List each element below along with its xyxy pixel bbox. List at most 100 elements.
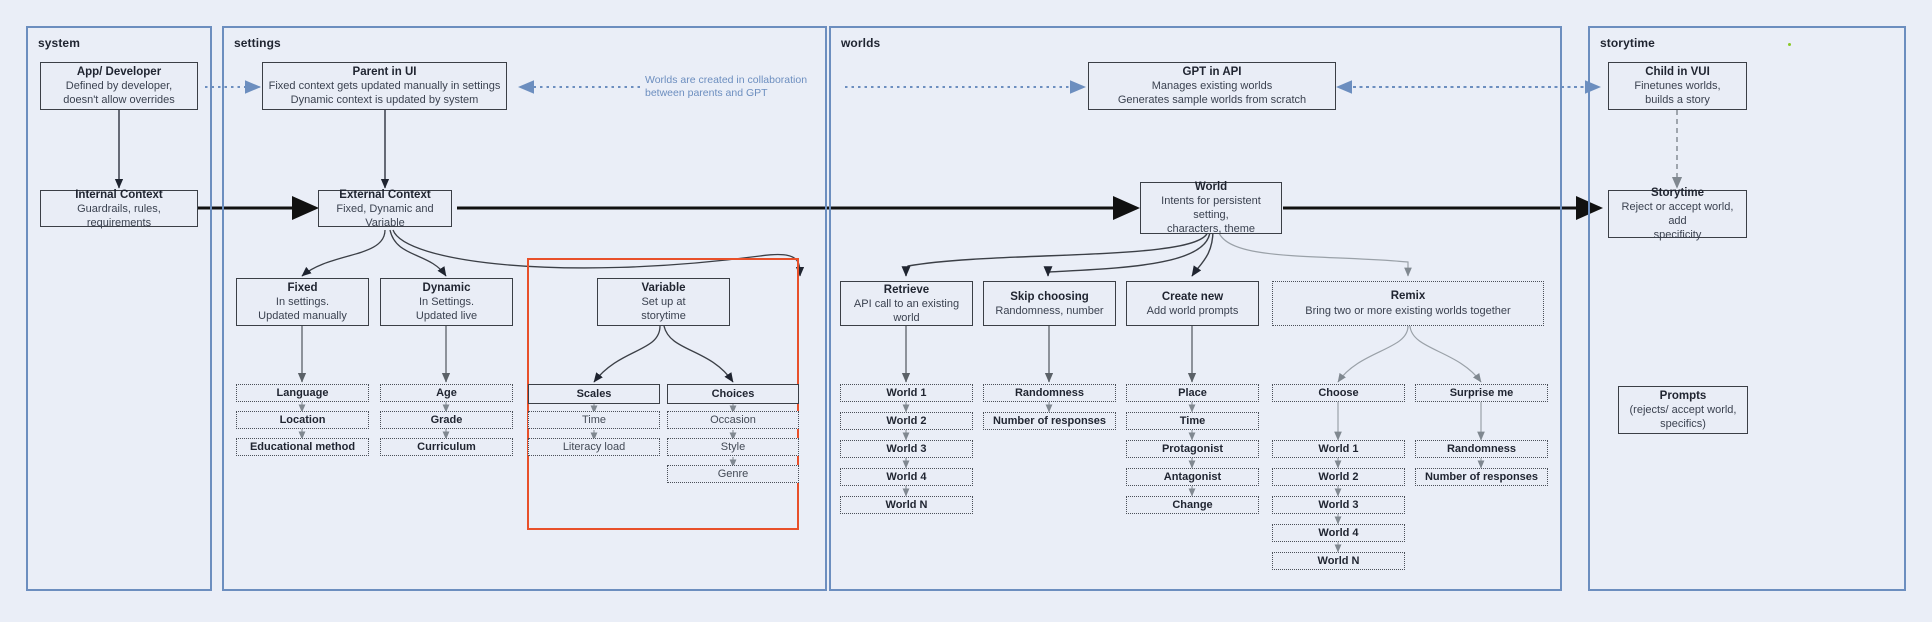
chip-dynamic-grade[interactable]: Grade <box>380 411 513 429</box>
lane-settings <box>222 26 827 591</box>
annotation-worlds-collaboration: Worlds are created in collaboration betw… <box>645 74 808 99</box>
node-subtitle-line1: Finetunes worlds, <box>1634 80 1721 92</box>
node-subtitle-line1: Defined by developer, <box>65 80 173 92</box>
node-title: External Context <box>339 188 431 201</box>
node-subtitle-line2: Updated manually <box>258 310 347 322</box>
chip-create-protagonist[interactable]: Protagonist <box>1126 440 1259 458</box>
node-title: World <box>1194 181 1228 193</box>
node-prompts[interactable]: Prompts (rejects/ accept world, specific… <box>1618 386 1748 434</box>
chip-retrieve-world-n[interactable]: World N <box>840 496 973 514</box>
node-subtitle-line1: (rejects/ accept world, <box>1629 404 1737 416</box>
node-title: Internal Context <box>75 188 163 201</box>
node-subtitle-line1: API call to an existing world <box>853 297 960 324</box>
chip-variable-scales-header[interactable]: Scales <box>528 384 660 404</box>
chip-dynamic-age[interactable]: Age <box>380 384 513 402</box>
chip-remix-choose-world-2[interactable]: World 2 <box>1272 468 1405 486</box>
node-title: Retrieve <box>883 283 930 296</box>
node-title: GPT in API <box>1182 66 1242 78</box>
node-title: Fixed <box>287 282 318 294</box>
node-subtitle-line2: Dynamic context is updated by system <box>290 94 479 106</box>
node-title: Variable <box>641 282 686 294</box>
node-subtitle-line1: Bring two or more existing worlds togeth… <box>1305 304 1511 317</box>
node-subtitle-line1: Guardrails, rules, requirements <box>77 202 161 229</box>
chip-variable-scales-time[interactable]: Time <box>528 411 660 429</box>
node-title: Dynamic <box>422 282 471 294</box>
chip-variable-choices-genre[interactable]: Genre <box>667 465 799 483</box>
node-subtitle-line2: specifics) <box>1660 418 1706 430</box>
node-subtitle-line1: Intents for persistent setting, <box>1161 195 1261 221</box>
node-variable[interactable]: Variable Set up at storytime <box>597 278 730 326</box>
chip-dynamic-curriculum[interactable]: Curriculum <box>380 438 513 456</box>
node-subtitle-line2: specificity <box>1653 229 1702 241</box>
node-title: Skip choosing <box>1010 290 1089 303</box>
chip-remix-choose-world-1[interactable]: World 1 <box>1272 440 1405 458</box>
node-fixed[interactable]: Fixed In settings. Updated manually <box>236 278 369 326</box>
chip-variable-choices-occasion[interactable]: Occasion <box>667 411 799 429</box>
node-gpt-in-api[interactable]: GPT in API Manages existing worlds Gener… <box>1088 62 1336 110</box>
chip-remix-choose-world-4[interactable]: World 4 <box>1272 524 1405 542</box>
node-subtitle-line1: In settings. <box>275 296 330 308</box>
node-title: Storytime <box>1650 187 1705 199</box>
chip-variable-choices-style[interactable]: Style <box>667 438 799 456</box>
node-storytime[interactable]: Storytime Reject or accept world, add sp… <box>1608 187 1747 241</box>
node-subtitle-line1: Fixed, Dynamic and Variable <box>336 202 434 229</box>
node-external-context[interactable]: External Context Fixed, Dynamic and Vari… <box>318 188 452 229</box>
node-title: Create new <box>1161 290 1224 303</box>
chip-remix-choose-world-3[interactable]: World 3 <box>1272 496 1405 514</box>
chip-remix-surprise-number-of-responses[interactable]: Number of responses <box>1415 468 1548 486</box>
node-subtitle-line2: characters, theme <box>1166 223 1256 235</box>
node-title: Parent in UI <box>352 66 417 78</box>
chip-retrieve-world-3[interactable]: World 3 <box>840 440 973 458</box>
chip-create-time[interactable]: Time <box>1126 412 1259 430</box>
node-subtitle-line1: Add world prompts <box>1146 304 1239 317</box>
chip-create-antagonist[interactable]: Antagonist <box>1126 468 1259 486</box>
node-subtitle-line1: Fixed context gets updated manually in s… <box>268 80 501 92</box>
node-skip-choosing[interactable]: Skip choosing Randomness, number <box>983 281 1116 326</box>
node-dynamic[interactable]: Dynamic In Settings. Updated live <box>380 278 513 326</box>
node-subtitle-line1: Reject or accept world, add <box>1621 201 1734 227</box>
chip-remix-choose-world-n[interactable]: World N <box>1272 552 1405 570</box>
chip-remix-surprise-randomness[interactable]: Randomness <box>1415 440 1548 458</box>
stray-dot-marker <box>1788 43 1791 46</box>
chip-skip-number-of-responses[interactable]: Number of responses <box>983 412 1116 430</box>
chip-create-change[interactable]: Change <box>1126 496 1259 514</box>
chip-variable-scales-literacy-load[interactable]: Literacy load <box>528 438 660 456</box>
chip-create-place[interactable]: Place <box>1126 384 1259 402</box>
node-retrieve[interactable]: Retrieve API call to an existing world <box>840 281 973 326</box>
node-parent-in-ui[interactable]: Parent in UI Fixed context gets updated … <box>262 62 507 110</box>
node-title: Remix <box>1390 289 1426 302</box>
node-subtitle-line2: storytime <box>641 310 686 322</box>
node-subtitle-line2: builds a story <box>1645 94 1710 106</box>
chip-fixed-location[interactable]: Location <box>236 411 369 429</box>
node-remix[interactable]: Remix Bring two or more existing worlds … <box>1272 281 1544 326</box>
node-subtitle-line1: Randomness, number <box>995 304 1104 317</box>
node-create-new[interactable]: Create new Add world prompts <box>1126 281 1259 326</box>
chip-skip-randomness[interactable]: Randomness <box>983 384 1116 402</box>
lane-worlds <box>829 26 1562 591</box>
node-world[interactable]: World Intents for persistent setting, ch… <box>1140 181 1282 235</box>
node-app-developer[interactable]: App/ Developer Defined by developer, doe… <box>40 62 198 110</box>
node-subtitle-line1: In Settings. <box>418 296 475 308</box>
lane-title-settings: settings <box>234 36 281 50</box>
chip-remix-surprise-me-header[interactable]: Surprise me <box>1415 384 1548 402</box>
node-subtitle-line1: Set up at <box>641 296 686 308</box>
chip-variable-choices-header[interactable]: Choices <box>667 384 799 404</box>
node-internal-context[interactable]: Internal Context Guardrails, rules, requ… <box>40 188 198 229</box>
lane-title-storytime: storytime <box>1600 36 1655 50</box>
node-child-in-vui[interactable]: Child in VUI Finetunes worlds, builds a … <box>1608 62 1747 110</box>
lane-title-system: system <box>38 36 80 50</box>
lane-title-worlds: worlds <box>841 36 881 50</box>
chip-fixed-educational-method[interactable]: Educational method <box>236 438 369 456</box>
chip-retrieve-world-1[interactable]: World 1 <box>840 384 973 402</box>
lane-system <box>26 26 212 591</box>
chip-retrieve-world-4[interactable]: World 4 <box>840 468 973 486</box>
node-subtitle-line2: Updated live <box>415 310 478 322</box>
node-subtitle-line1: Manages existing worlds <box>1151 80 1273 92</box>
chip-fixed-language[interactable]: Language <box>236 384 369 402</box>
lane-storytime <box>1588 26 1906 591</box>
chip-remix-choose-header[interactable]: Choose <box>1272 384 1405 402</box>
chip-retrieve-world-2[interactable]: World 2 <box>840 412 973 430</box>
node-title: Child in VUI <box>1645 66 1710 78</box>
node-title: App/ Developer <box>76 66 162 78</box>
